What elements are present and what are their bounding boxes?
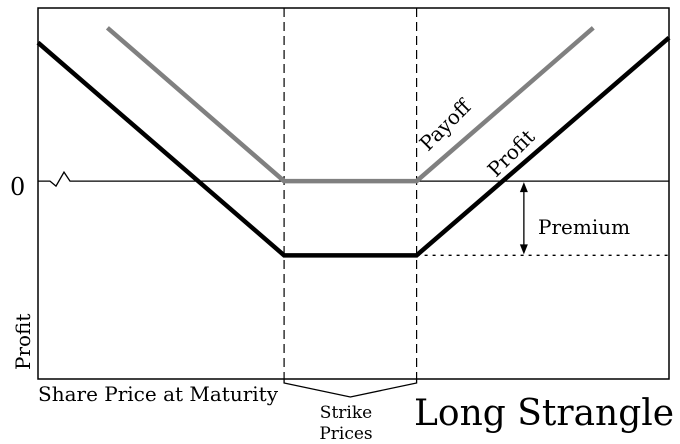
strike-label-line1: Strike <box>320 403 372 423</box>
x-axis-label: Share Price at Maturity <box>38 382 279 406</box>
profit-line <box>36 35 671 258</box>
strike-bracket <box>283 379 418 398</box>
zero-line <box>38 170 669 188</box>
payoff-series-label: Payoff <box>415 93 477 155</box>
strike-label-line2: Prices <box>319 424 372 444</box>
premium-arrow-head-down <box>519 244 528 255</box>
premium-arrow-head-up <box>519 182 528 193</box>
y-tick-zero: 0 <box>10 173 25 201</box>
chart-title: Long Strangle <box>414 393 674 434</box>
payoff-line <box>105 26 595 184</box>
premium-label: Premium <box>538 215 630 239</box>
y-axis-label: Profit <box>11 314 35 370</box>
plot-frame <box>37 7 670 380</box>
